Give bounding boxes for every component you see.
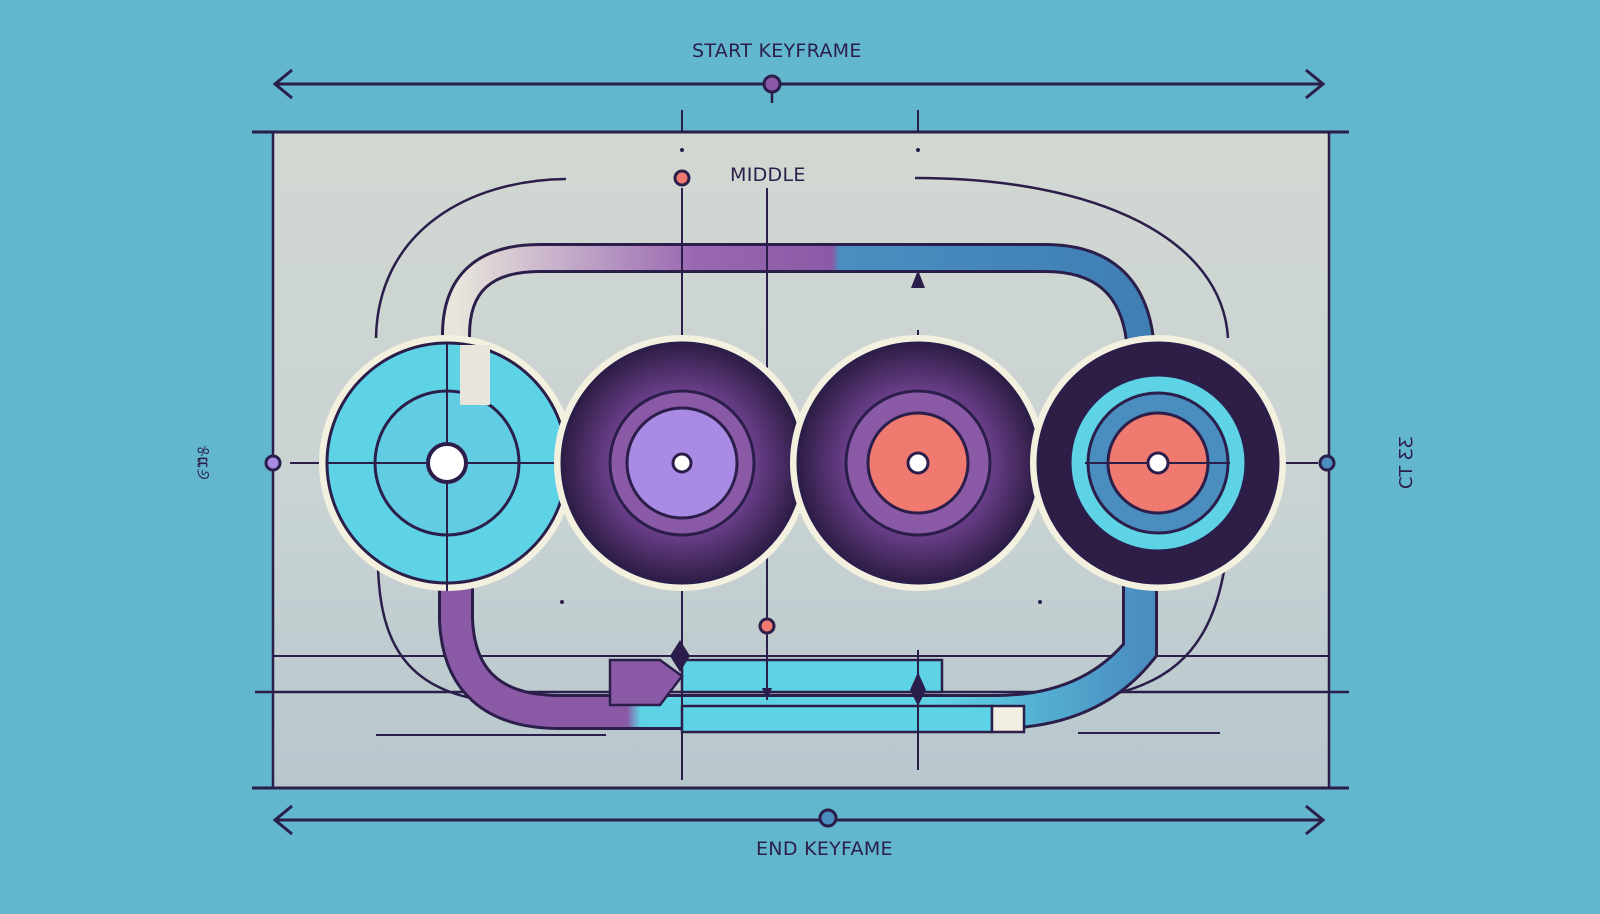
keyframe-1 bbox=[319, 335, 575, 591]
right-side-label: CT ƸƸ bbox=[1396, 435, 1418, 490]
end-arrow bbox=[272, 804, 1326, 836]
start-keyframe-label: START KEYFRAME bbox=[692, 40, 862, 62]
left-side-label: ୫ແ୬ bbox=[192, 445, 214, 480]
keyframe-3 bbox=[790, 335, 1046, 591]
keyframe-2 bbox=[554, 335, 810, 591]
end-keyframe-label: END KEYFAME bbox=[756, 838, 893, 860]
middle-marker bbox=[673, 169, 691, 187]
middle-label: MIDDLE bbox=[730, 164, 806, 186]
lower-marker bbox=[758, 617, 776, 635]
start-arrow bbox=[272, 68, 1326, 103]
keyframe-4 bbox=[1030, 335, 1286, 591]
